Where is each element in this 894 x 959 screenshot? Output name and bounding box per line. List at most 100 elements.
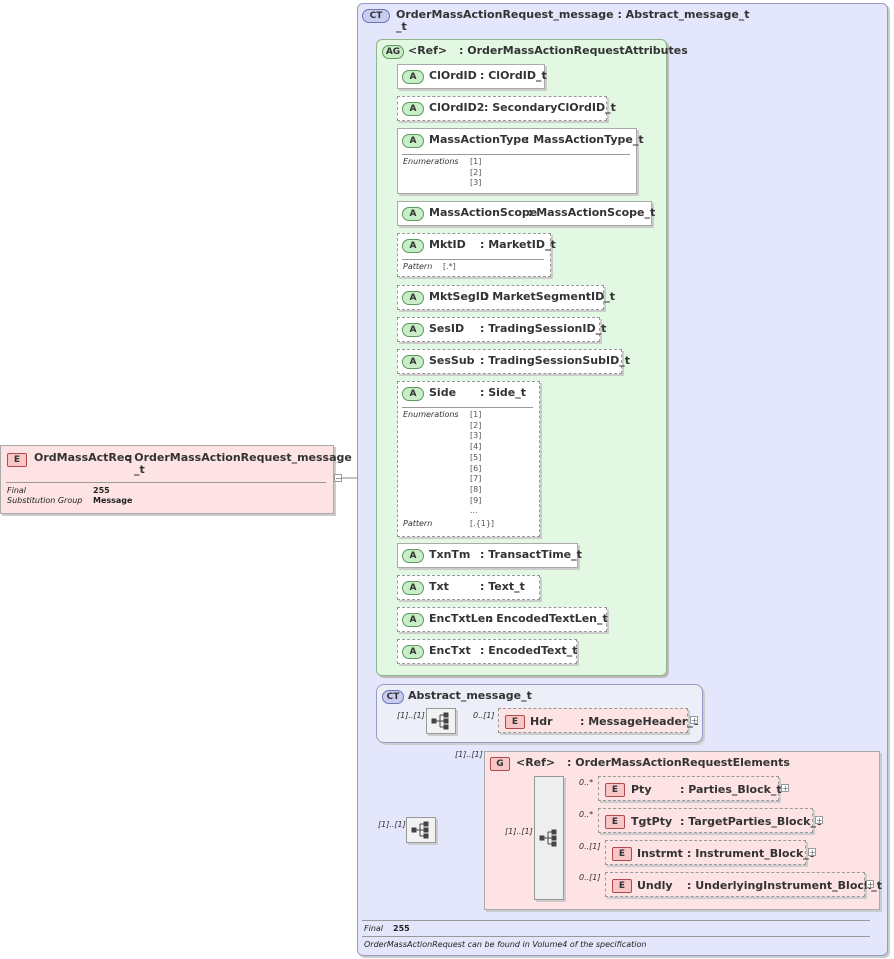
attribute-type: : ClOrdID_t (480, 69, 547, 82)
element-name: TgtPty (631, 815, 673, 828)
element-badge-icon: E (612, 879, 632, 893)
attribute-txntm[interactable]: A TxnTm : TransactTime_t (397, 543, 582, 568)
facet-value: [1] (470, 410, 482, 419)
group-seq-cardinality: [1]..[1] (378, 820, 406, 829)
attribute-sessub[interactable]: A SesSub : TradingSessionSubID_t (397, 349, 630, 374)
attribute-badge-icon: A (402, 387, 424, 401)
element-cardinality: 0..[1] (579, 873, 601, 882)
facet-value: [2] (470, 420, 482, 430)
ct-badge-icon: CT (382, 690, 404, 704)
attribute-badge-icon: A (402, 645, 424, 659)
attribute-enctxtlen[interactable]: A EncTxtLen : EncodedTextLen_t (397, 607, 608, 632)
attribute-name: ClOrdID (429, 69, 477, 82)
group-ref: <Ref> (516, 756, 556, 769)
element-instrmt[interactable]: E Instrmt : Instrument_Block_t (605, 840, 814, 865)
attribute-badge-icon: A (402, 291, 424, 305)
attribute-badge-icon: A (402, 70, 424, 84)
element-name: Instrmt (637, 847, 683, 860)
element-badge-icon: E (605, 783, 625, 797)
facet-value: [1] (470, 157, 482, 166)
facet-values: [1] [2] [3] (470, 157, 481, 189)
attribute-type: : TradingSessionID_t (480, 322, 607, 335)
element-type: : TargetParties_Block_t (680, 815, 822, 828)
element-undly[interactable]: E Undly : UnderlyingInstrument_Block_t (605, 872, 882, 897)
group-sequence-bar[interactable] (534, 776, 564, 900)
element-name: Hdr (530, 715, 553, 728)
attribute-badge-icon: A (402, 134, 424, 148)
group-badge-icon: G (490, 757, 510, 771)
element-tgtpty[interactable]: E TgtPty : TargetParties_Block_t (598, 808, 821, 833)
ct-badge-icon: CT (362, 9, 390, 23)
attribute-name: MassActionType (429, 133, 529, 146)
sequence-glyph (539, 829, 557, 847)
facet-value: [5] (470, 452, 482, 462)
attribute-badge-icon: A (402, 102, 424, 116)
attribute-type: : Text_t (480, 580, 525, 593)
attribute-mktid[interactable]: A MktID : MarketID_t Pattern [.*] (397, 233, 556, 277)
expand-icon[interactable]: + (866, 880, 874, 889)
facet-label: Pattern (403, 262, 433, 271)
attribute-clordid2[interactable]: A ClOrdID2 : SecondaryClOrdID_t (397, 96, 616, 121)
collapse-toggle-icon[interactable]: − (334, 474, 342, 483)
ag-ref: <Ref> (408, 44, 448, 57)
attribute-name: MassActionScope (429, 206, 538, 219)
attribute-side[interactable]: A Side : Side_t Enumerations [1] [2] [3]… (397, 381, 540, 537)
element-type: : Parties_Block_t (680, 783, 782, 796)
facet-value: [.{1}] (470, 519, 495, 528)
attribute-massactionscope[interactable]: A MassActionScope : MassActionScope_t (397, 201, 656, 226)
abstract-seq-cardinality: [1]..[1] (397, 711, 425, 720)
element-badge-icon: E (7, 453, 27, 467)
attribute-type: : EncodedTextLen_t (488, 612, 608, 625)
facet-value: [4] (470, 442, 482, 452)
expand-icon[interactable]: + (808, 848, 816, 857)
attribute-name: EncTxt (429, 644, 471, 657)
attribute-name: SesSub (429, 354, 475, 367)
attribute-mktsegid[interactable]: A MktSegID : MarketSegmentID_t (397, 285, 615, 310)
attribute-type: : MassActionScope_t (528, 206, 656, 219)
group-type: : OrderMassActionRequestElements (567, 756, 790, 769)
attribute-type: : TransactTime_t (480, 548, 582, 561)
sequence-icon[interactable] (406, 817, 436, 843)
attribute-txt[interactable]: A Txt : Text_t (397, 575, 540, 600)
element-name: Pty (631, 783, 652, 796)
root-element-separator (6, 482, 326, 483)
expand-icon[interactable]: + (690, 716, 698, 725)
attribute-name: Side (429, 386, 457, 399)
facet-label: Enumerations (403, 410, 459, 419)
root-element-box[interactable]: E OrdMassActReq : OrderMassActionRequest… (0, 445, 352, 514)
element-cardinality: 0..* (579, 810, 594, 819)
element-pty[interactable]: E Pty : Parties_Block_t (598, 776, 782, 801)
attribute-badge-icon: A (402, 355, 424, 369)
attribute-sesid[interactable]: A SesID : TradingSessionID_t (397, 317, 606, 342)
attribute-massactiontype[interactable]: A MassActionType : MassActionType_t Enum… (397, 128, 644, 194)
attribute-enctxt[interactable]: A EncTxt : EncodedText_t (397, 639, 577, 664)
ct-final-value: 255 (393, 924, 410, 933)
attribute-clordid[interactable]: A ClOrdID : ClOrdID_t (397, 64, 547, 89)
inner-seq-cardinality: [1]..[1] (505, 827, 533, 836)
root-final-value: 255 (93, 486, 110, 495)
element-badge-icon: E (605, 815, 625, 829)
attribute-badge-icon: A (402, 549, 424, 563)
facet-label: Pattern (403, 519, 433, 528)
element-type: : Instrument_Block_t (687, 847, 815, 860)
expand-icon[interactable]: + (781, 784, 789, 793)
attribute-name: MktSegID (429, 290, 490, 303)
sequence-icon[interactable] (426, 708, 456, 734)
root-final-label: Final (7, 486, 27, 495)
facet-value: [7] (470, 474, 482, 484)
element-badge-icon: E (505, 715, 525, 729)
element-cardinality: 0..[1] (579, 842, 601, 851)
expand-icon[interactable]: + (815, 816, 823, 825)
facet-value: [8] (470, 484, 482, 494)
attribute-name: Txt (429, 580, 449, 593)
element-hdr[interactable]: E Hdr : MessageHeader_t (498, 708, 698, 733)
facet-value: [2] (470, 167, 482, 177)
element-name: Undly (637, 879, 673, 892)
ct-title-cont: _t (396, 20, 407, 33)
attribute-name: SesID (429, 322, 465, 335)
facet-value: [3] (470, 431, 482, 441)
attribute-separator (402, 259, 544, 260)
attribute-name: TxnTm (429, 548, 471, 561)
ct-title: OrderMassActionRequest_message : Abstrac… (396, 8, 750, 21)
ct-footer-separator (362, 920, 870, 921)
